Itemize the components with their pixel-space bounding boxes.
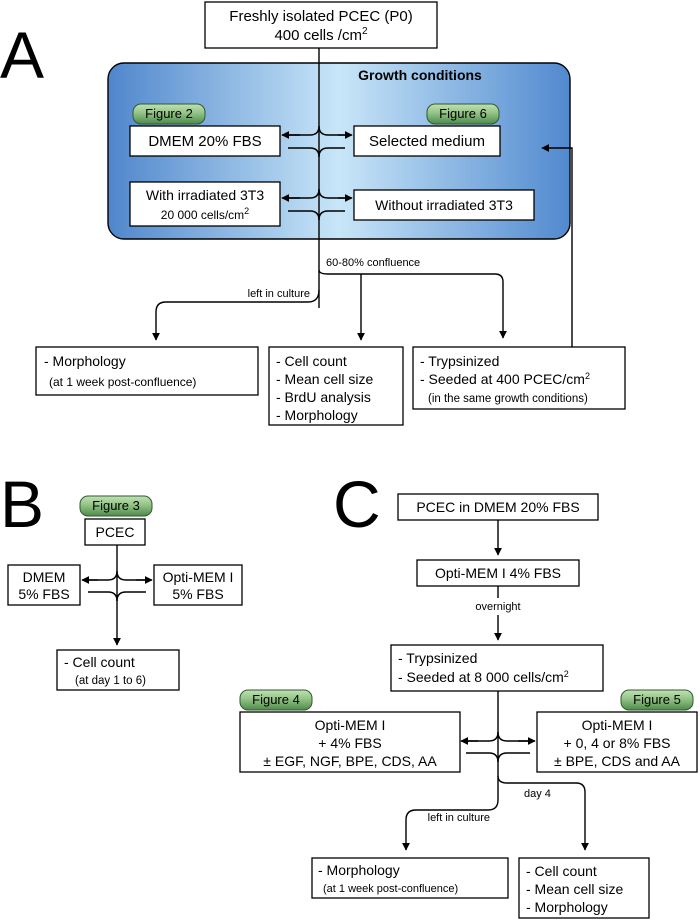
day-4-label: day 4 [524,788,551,800]
dmem-label: DMEM 20% FBS [148,133,261,150]
pcec-box [84,518,146,546]
cell-analysis-line2: - Mean cell size [276,371,373,387]
trypsinized-a-line1: - Trypsinized [420,353,499,369]
cell-analysis-line1: - Cell count [276,353,347,369]
brace-a1-lr [318,147,345,158]
trypsinized-a-line2: - Seeded at 400 PCEC/cm2 [420,371,590,387]
dmem-box [129,125,281,157]
brace-c-ur [497,731,530,742]
cell-count-box-c [518,857,650,919]
cell-analysis-line3: - BrdU analysis [276,389,371,405]
figure-4-badge [239,689,313,711]
opti-b-line1: Opti-MEM I [163,569,234,585]
arrow-to-morphology [152,289,320,341]
overnight-label: overnight [475,601,520,613]
trypsinized-c-line2: - Seeded at 8 000 cells/cm2 [398,669,569,685]
left-in-culture-a: left in culture [248,288,310,300]
cell-count-box-b [56,649,180,691]
opti-left-line1: Opti-MEM I [315,717,386,733]
selected-medium-label: Selected medium [369,133,485,150]
cell-count-b-line2: (at day 1 to 6) [75,675,146,687]
source-box [204,1,438,49]
opti-4-box [416,559,580,587]
opti-left-line3: ± EGF, NGF, BPE, CDS, AA [263,753,437,769]
growth-conditions-title: Growth conditions [358,67,482,83]
opti-b-line2: 5% FBS [172,586,223,602]
trypsinized-c-line1: - Trypsinized [398,650,477,666]
figure-3-badge [79,495,153,517]
cell-analysis-line4: - Morphology [276,407,358,423]
left-in-culture-c: left in culture [428,812,490,824]
trypsinized-a-line3: (in the same growth conditions) [428,393,588,405]
brace-b-ll [88,591,118,602]
opti-left-line2: + 4% FBS [318,735,381,751]
brace-c-ll [466,752,499,763]
arrow-to-morphology-c [402,799,499,851]
dmem-box-b [7,564,81,606]
opti-left-box [239,711,461,773]
opti-right-line3: ± BPE, CDS and AA [554,753,681,769]
morphology-box-a [35,346,259,396]
panel-a-letter: A [0,18,44,92]
morphology-c-line1: - Morphology [318,862,400,878]
opti-right-line2: + 0, 4 or 8% FBS [564,735,671,751]
morphology-c-line2: (at 1 week post-confluence) [323,883,458,895]
morphology-box-c [311,857,509,899]
figure-3-label: Figure 3 [92,498,140,513]
figure-6-badge [426,103,500,125]
feedback-arrow [541,144,573,348]
brace-c-lr [497,752,530,763]
morphology-a-line2: (at 1 week post-confluence) [49,375,196,389]
arrow-to-trypsinized [318,269,507,339]
trypsinized-box-c [390,644,604,692]
with-3t3-line2: 20 000 cells/cm2 [161,206,249,222]
figure-2-label: Figure 2 [145,106,193,121]
cell-count-c-line3: - Morphology [526,899,608,915]
without-3t3-box [353,189,535,221]
figure-5-label: Figure 5 [633,692,681,707]
source-line2: 400 cells /cm2 [274,26,368,44]
brace-c-ul [466,731,499,742]
opti-box-b [153,564,243,606]
dmem-b-line1: DMEM [23,569,66,585]
figure-2-badge [132,103,206,125]
cell-count-c-line1: - Cell count [526,863,597,879]
figure-4-label: Figure 4 [252,692,300,707]
cell-count-c-line2: - Mean cell size [526,881,623,897]
figure-6-label: Figure 6 [439,106,487,121]
without-3t3-label: Without irradiated 3T3 [375,197,513,213]
brace-a2-lr [318,210,345,221]
cell-analysis-box [268,346,404,426]
selected-medium-box [353,125,501,157]
dmem-b-line2: 5% FBS [18,586,69,602]
brace-a1-ur [318,125,345,136]
opti-right-line1: Opti-MEM I [582,717,653,733]
panel-b-letter: B [0,467,44,541]
opti-right-box [536,711,698,773]
source-line1: Freshly isolated PCEC (P0) [229,8,412,25]
with-3t3-box [129,181,281,227]
brace-b-ur [116,570,146,581]
figure-5-badge [620,689,694,711]
with-3t3-line1: With irradiated 3T3 [146,187,264,203]
brace-a2-ur [318,188,345,199]
confluence-label: 60-80% confluence [326,257,420,269]
morphology-a-line1: - Morphology [44,353,126,369]
pcec-dmem-box [397,493,599,521]
trypsinized-box-a [412,346,626,410]
pcec-dmem-label: PCEC in DMEM 20% FBS [416,499,579,515]
brace-b-lr [116,591,146,602]
panel-c-letter: C [333,467,381,541]
opti-4-label: Opti-MEM I 4% FBS [435,565,561,581]
arrow-to-cell-count-c [497,775,589,851]
pcec-label: PCEC [96,524,135,540]
cell-count-b-line1: - Cell count [64,654,135,670]
brace-b-ul [88,570,118,581]
